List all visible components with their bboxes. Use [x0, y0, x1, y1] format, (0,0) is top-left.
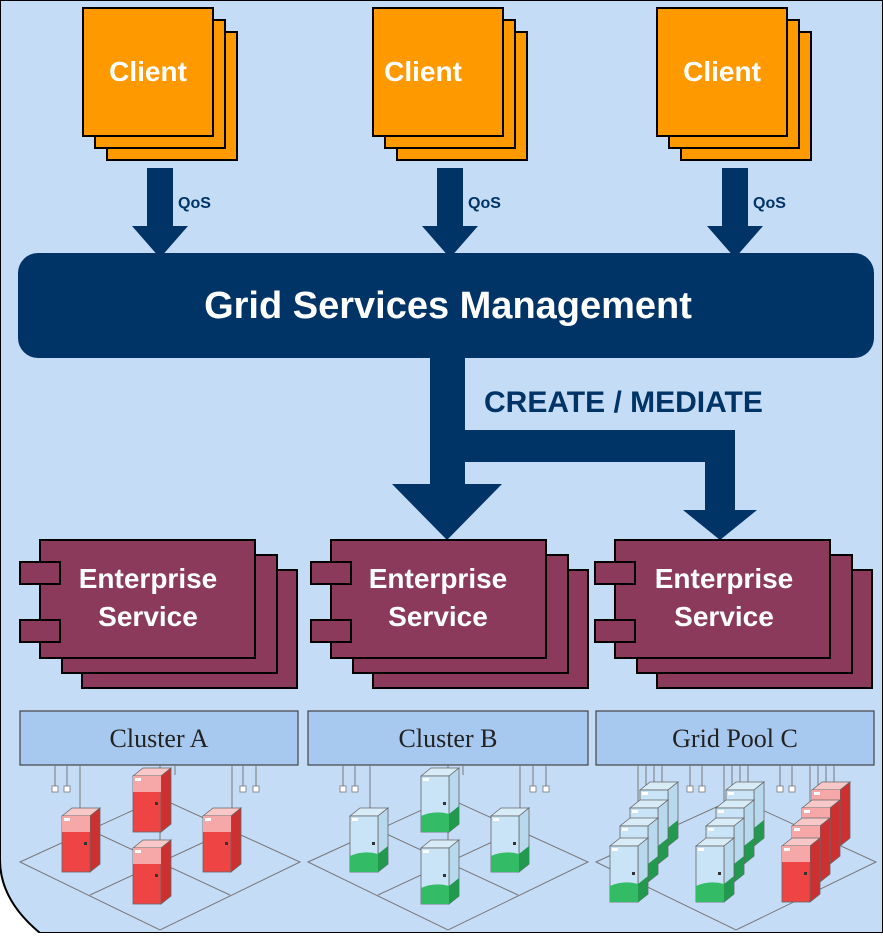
enterprise-service-stack-3: Enterprise Service: [594, 539, 873, 689]
client-label-1: Client: [109, 56, 187, 87]
create-mediate-arrow: [392, 350, 757, 540]
qos-label-1: QoS: [178, 195, 211, 212]
service-label-1-line1: Enterprise: [79, 563, 218, 594]
grid-pool-c-label: Grid Pool C: [672, 724, 798, 753]
client-stack-3: Client: [656, 7, 812, 161]
create-mediate-label: CREATE / MEDIATE: [484, 386, 763, 419]
service-label-3-line1: Enterprise: [655, 563, 794, 594]
service-label-2-line2: Service: [388, 601, 488, 632]
qos-arrow-3: QoS: [707, 168, 786, 258]
cluster-b-label: Cluster B: [399, 724, 498, 753]
grid-pool-c: Grid Pool C: [594, 710, 878, 931]
cluster-a-label: Cluster A: [110, 724, 209, 753]
client-stack-1: Client: [82, 7, 238, 161]
service-label-1-line2: Service: [98, 601, 198, 632]
client-label-2: Client: [384, 56, 462, 87]
cluster-a: Cluster A: [18, 710, 302, 931]
qos-label-2: QoS: [468, 195, 501, 212]
enterprise-service-stack-2: Enterprise Service: [310, 539, 589, 689]
qos-label-3: QoS: [753, 195, 786, 212]
grid-pool-c-bar: [595, 710, 875, 766]
management-title: Grid Services Management: [204, 285, 692, 327]
qos-arrow-1: QoS: [132, 168, 211, 258]
client-stack-2: Client: [372, 7, 528, 161]
cluster-a-bar: [19, 710, 299, 766]
service-label-2-line1: Enterprise: [369, 563, 508, 594]
cluster-b: Cluster B: [306, 710, 590, 931]
qos-arrow-2: QoS: [422, 168, 501, 258]
service-label-3-line2: Service: [674, 601, 774, 632]
grid-services-management-bar: [18, 253, 874, 358]
cluster-b-bar: [307, 710, 589, 766]
enterprise-service-stack-1: Enterprise Service: [19, 539, 298, 689]
client-label-3: Client: [683, 56, 761, 87]
